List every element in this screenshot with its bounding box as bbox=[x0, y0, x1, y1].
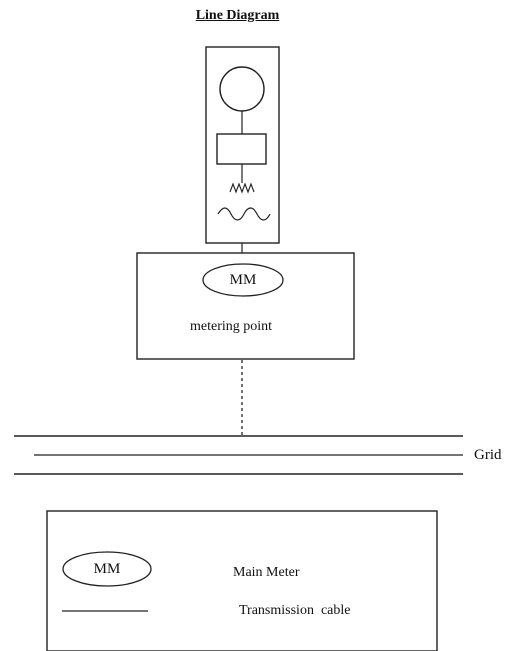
resistor-icon bbox=[229, 182, 255, 194]
legend-meter-symbol bbox=[62, 551, 152, 587]
breaker-box bbox=[216, 133, 267, 165]
metering-point-box bbox=[136, 252, 355, 360]
legend-transmission-cable-label: Transmission cable bbox=[239, 603, 351, 618]
metering-point-caption: metering point bbox=[190, 319, 273, 334]
legend-main-meter-label: Main Meter bbox=[233, 565, 300, 580]
legend-box bbox=[46, 510, 438, 651]
legend-meter-label: MM bbox=[93, 561, 121, 577]
main-meter-symbol bbox=[202, 263, 284, 297]
metering-meter-label: MM bbox=[229, 272, 257, 288]
wave-icon bbox=[217, 207, 271, 221]
generator-icon bbox=[219, 66, 265, 112]
grid-label: Grid bbox=[474, 447, 502, 463]
diagram-title: Line Diagram bbox=[195, 8, 280, 23]
